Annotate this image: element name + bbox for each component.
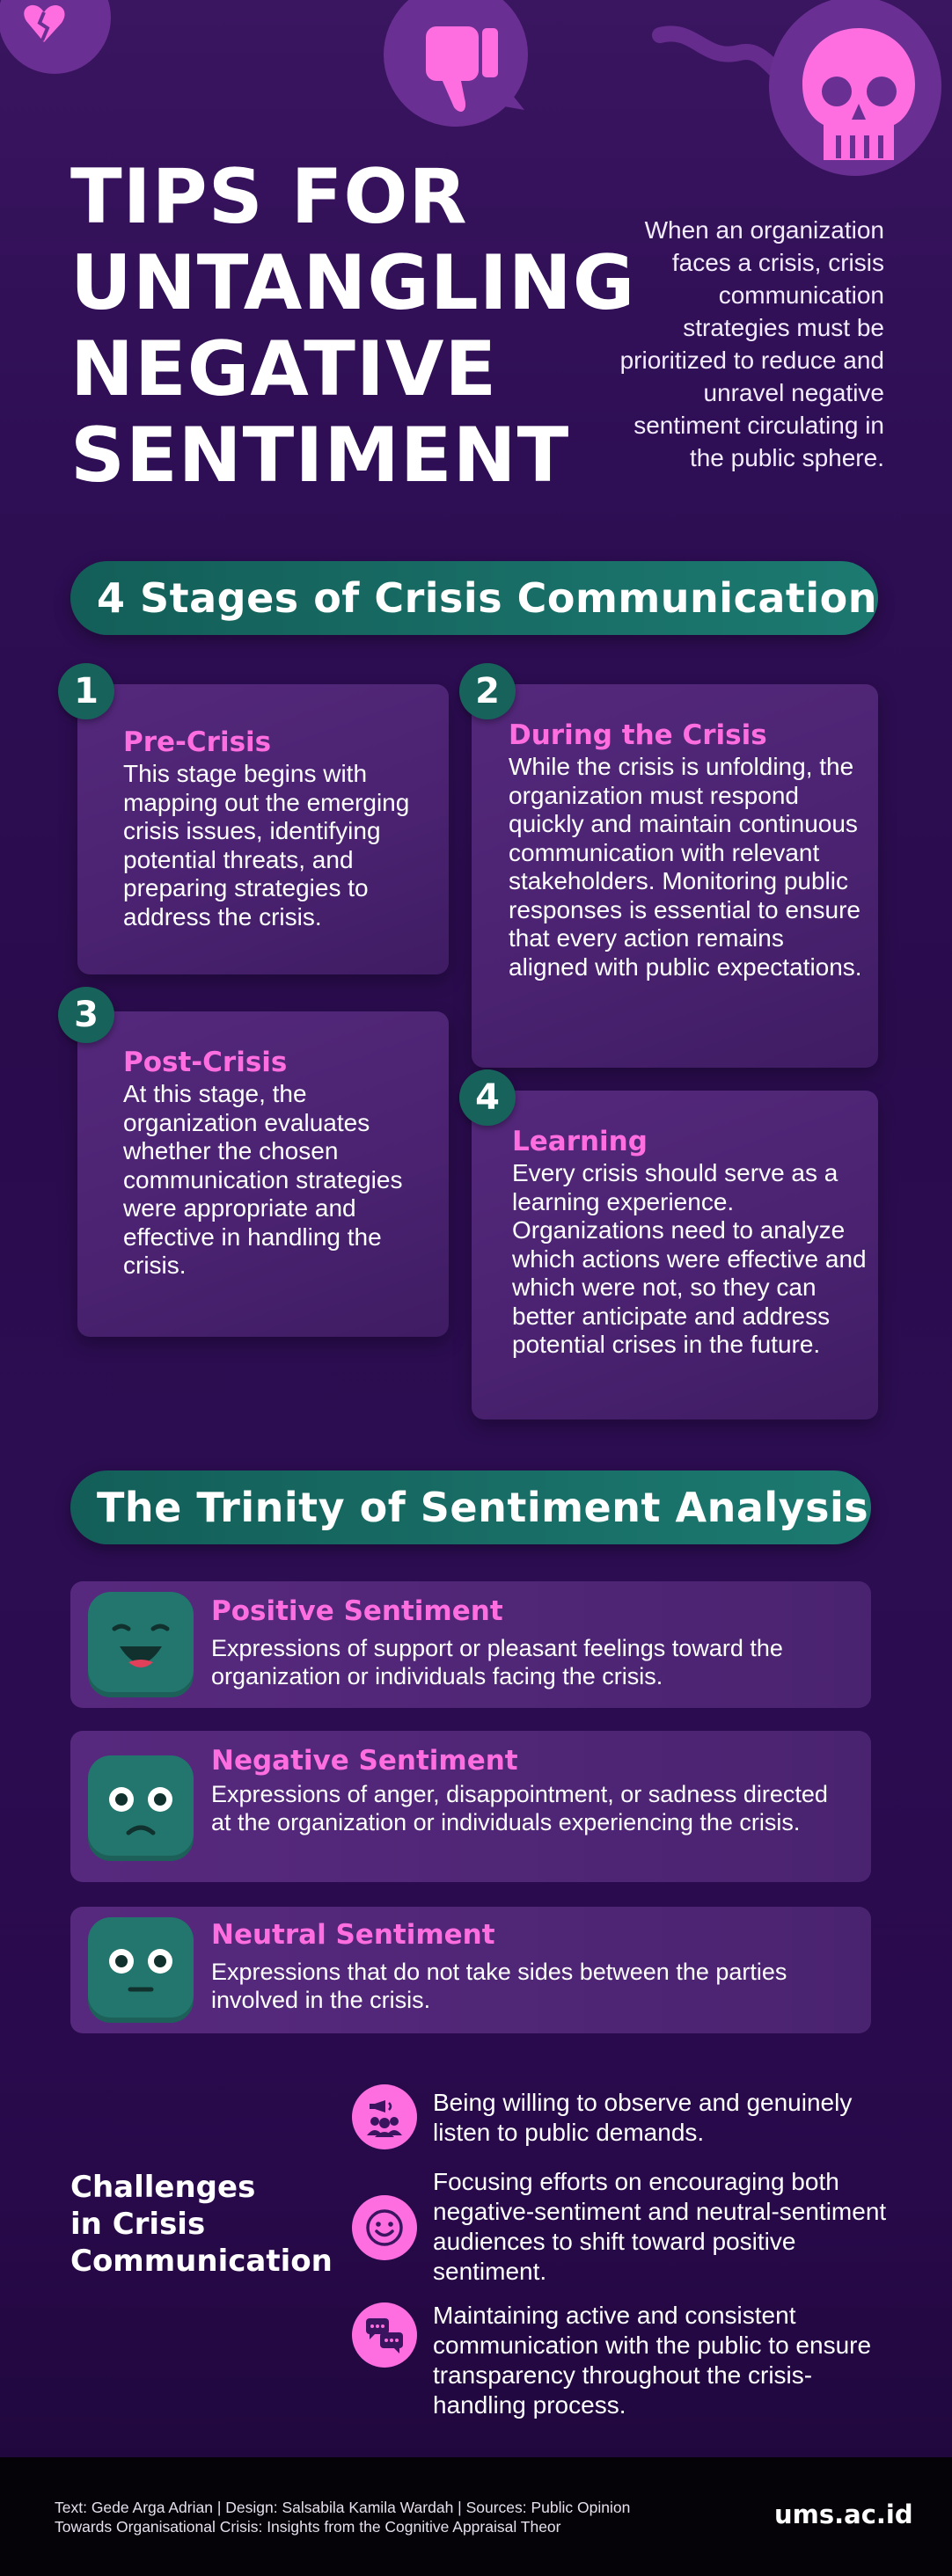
skull-icon <box>651 0 952 180</box>
sentiment-title: Positive Sentiment <box>211 1595 503 1627</box>
challenges-heading-line: Challenges <box>70 2170 256 2205</box>
stage-body: Every crisis should serve as a learning … <box>512 1159 867 1358</box>
sentiment-row-positive <box>70 1581 871 1708</box>
sentiment-body: Expressions of support or pleasant feeli… <box>211 1635 783 1689</box>
sad-face-icon <box>88 1755 194 1861</box>
title-line: TIPS FOR <box>70 153 468 241</box>
stage-number-4: 4 <box>459 1069 516 1126</box>
challenges-heading-line: in Crisis <box>70 2207 206 2242</box>
stage-title: Post-Crisis <box>123 1047 288 1078</box>
stage-title: During the Crisis <box>509 719 767 751</box>
challenge-item: Focusing efforts on encouraging both neg… <box>433 2168 887 2285</box>
trinity-heading-label: The Trinity of Sentiment Analysis <box>97 1484 869 1531</box>
neutral-face-icon <box>88 1917 194 2023</box>
stage-card-3 <box>77 1011 449 1337</box>
stages-heading: 4 Stages of Crisis Communication <box>70 561 878 635</box>
stage-title: Pre-Crisis <box>123 726 272 758</box>
footer-brand-link[interactable]: ums.ac.id <box>774 2499 913 2529</box>
sentiment-title: Neutral Sentiment <box>211 1919 495 1951</box>
stage-number-1: 1 <box>58 663 114 719</box>
audience-megaphone-icon <box>352 2084 417 2149</box>
sentiment-content-neutral: Neutral Sentiment Expressions that do no… <box>211 1919 853 2014</box>
sentiment-content-negative: Negative Sentiment Expressions of anger,… <box>211 1745 853 1836</box>
stage-body: At this stage, the organization evaluate… <box>123 1080 403 1279</box>
stage-content-2: During the Crisis While the crisis is un… <box>509 719 869 982</box>
sentiment-row-neutral <box>70 1907 871 2033</box>
challenges-heading-line: Communication <box>70 2244 333 2279</box>
title-line: UNTANGLING <box>70 239 636 327</box>
stage-body: While the crisis is unfolding, the organ… <box>509 753 862 981</box>
sentiment-body: Expressions that do not take sides betwe… <box>211 1959 787 2013</box>
credits-line: Towards Organisational Crisis: Insights … <box>55 2518 561 2536</box>
stage-card-1 <box>77 684 449 974</box>
sentiment-title: Negative Sentiment <box>211 1745 518 1777</box>
stage-content-3: Post-Crisis At this stage, the organizat… <box>123 1047 431 1281</box>
stage-card-2 <box>472 684 878 1068</box>
title-line: SENTIMENT <box>70 412 570 500</box>
thumbs-down-icon <box>384 0 542 132</box>
intro-text: When an organization faces a crisis, cri… <box>619 216 884 471</box>
stages-heading-label: 4 Stages of Crisis Communication <box>97 574 877 622</box>
sentiment-content-positive: Positive Sentiment Expressions of suppor… <box>211 1595 853 1690</box>
challenge-item: Maintaining active and consistent commun… <box>433 2302 872 2419</box>
trinity-heading: The Trinity of Sentiment Analysis <box>70 1470 871 1544</box>
broken-heart-icon <box>0 0 114 84</box>
chat-bubbles-icon <box>352 2302 417 2368</box>
happy-face-icon <box>88 1592 194 1697</box>
footer: Text: Gede Arga Adrian | Design: Salsabi… <box>0 2457 952 2576</box>
smile-icon <box>352 2195 417 2260</box>
challenges-heading: Challenges in Crisis Communication <box>70 2169 333 2280</box>
page-title: TIPS FOR UNTANGLING NEGATIVE SENTIMENT <box>70 153 636 500</box>
stage-number-3: 3 <box>58 987 114 1043</box>
sentiment-body: Expressions of anger, disappointment, or… <box>211 1781 828 1835</box>
footer-credits: Text: Gede Arga Adrian | Design: Salsabi… <box>55 2498 630 2536</box>
stage-body: This stage begins with mapping out the e… <box>123 760 410 930</box>
stage-card-4 <box>472 1091 878 1419</box>
challenge-item: Being willing to observe and genuinely l… <box>433 2089 853 2146</box>
stage-title: Learning <box>512 1126 648 1157</box>
stage-number-2: 2 <box>459 663 516 719</box>
sentiment-row-negative <box>70 1731 871 1882</box>
title-line: NEGATIVE <box>70 325 498 413</box>
credits-line: Text: Gede Arga Adrian | Design: Salsabi… <box>55 2499 631 2516</box>
stage-content-4: Learning Every crisis should serve as a … <box>512 1126 869 1360</box>
stage-content-1: Pre-Crisis This stage begins with mappin… <box>123 726 431 931</box>
